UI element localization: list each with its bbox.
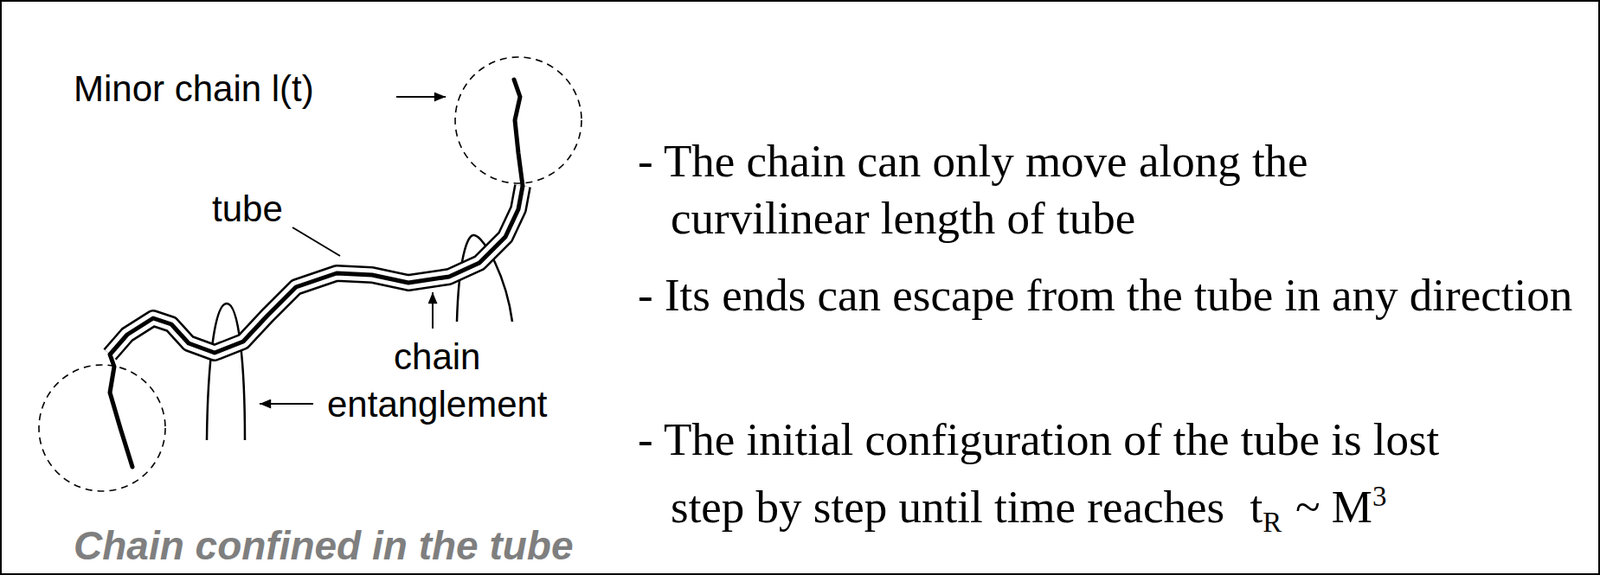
label-text: - Its ends can escape from the tube in a… (637, 269, 1573, 321)
math-superscript: 3 (1372, 481, 1387, 513)
callout-label: chain entanglement (327, 333, 548, 429)
bullet-text: - The initial configuration of the tube … (637, 411, 1480, 552)
label-text: chain entanglement (327, 336, 548, 425)
entanglement-loop (206, 303, 245, 441)
math-symbol: t (1249, 481, 1263, 533)
math-symbol: ~ M (1295, 481, 1373, 533)
leader-line (292, 227, 341, 257)
pointer-arrow (396, 96, 446, 98)
bullet-text: - Its ends can escape from the tube in a… (637, 266, 1573, 324)
bullet-text: - The chain can only move along the curv… (637, 132, 1415, 247)
pointer-arrow (259, 403, 314, 405)
pointer-arrow (431, 292, 434, 329)
label-text: - The chain can only move along the curv… (637, 135, 1309, 244)
figure-caption: Chain confined in the tube (73, 521, 574, 571)
callout-label: tube (212, 187, 283, 232)
math-subscript: R (1262, 507, 1282, 539)
callout-label: Minor chain l(t) (73, 67, 315, 111)
formula: tR ~ M3 (1249, 468, 1387, 552)
label-text: Minor chain l(t) (73, 68, 315, 110)
label-text: tube (212, 188, 283, 230)
end-circle (38, 365, 166, 492)
